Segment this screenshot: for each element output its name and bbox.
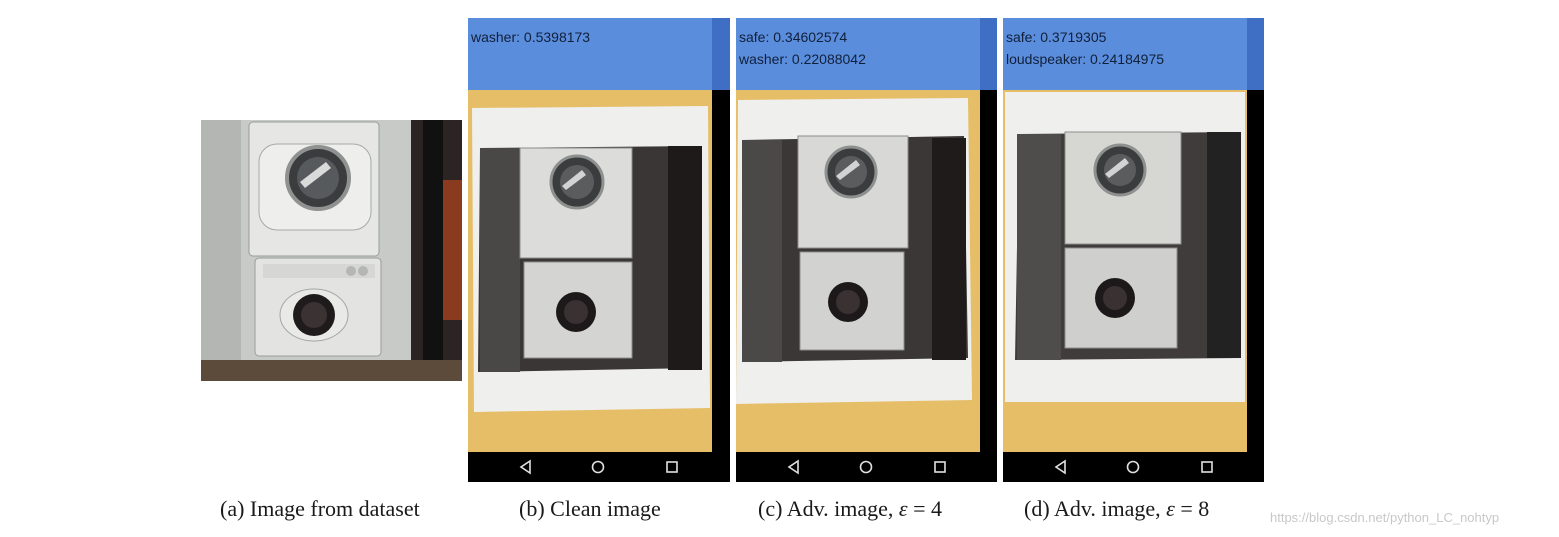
caption-c-prefix: (c) Adv. image, xyxy=(758,496,899,521)
camera-view xyxy=(1003,90,1247,452)
prediction-label: safe: 0.34602574 xyxy=(739,29,848,45)
prediction-bar: safe: 0.3719305 loudspeaker: 0.24184975 xyxy=(1003,18,1247,90)
camera-view xyxy=(736,90,980,452)
prediction-label: safe: 0.3719305 xyxy=(1006,29,1107,45)
android-nav-bar xyxy=(468,452,730,482)
caption-b: (b) Clean image xyxy=(519,496,661,521)
home-circle-icon[interactable] xyxy=(856,457,876,477)
recents-square-icon[interactable] xyxy=(662,457,682,477)
caption-c-suffix: = 4 xyxy=(907,496,943,521)
printed-washer-photo xyxy=(736,90,980,452)
home-circle-icon[interactable] xyxy=(588,457,608,477)
printed-washer-photo xyxy=(468,90,712,452)
caption-c: (c) Adv. image, ε = 4 xyxy=(758,496,942,522)
watermark: https://blog.csdn.net/python_LC_nohtyp xyxy=(1270,510,1500,525)
prediction-label: washer: 0.22088042 xyxy=(739,51,866,67)
android-nav-bar xyxy=(1003,452,1264,482)
back-triangle-icon[interactable] xyxy=(516,457,536,477)
epsilon-symbol: ε xyxy=(1166,496,1175,521)
recents-square-icon[interactable] xyxy=(1197,457,1217,477)
printed-washer-photo xyxy=(1003,90,1247,452)
caption-a: (a) Image from dataset xyxy=(220,496,420,521)
dataset-image xyxy=(201,120,462,381)
back-triangle-icon[interactable] xyxy=(784,457,804,477)
caption-d-prefix: (d) Adv. image, xyxy=(1024,496,1167,521)
back-triangle-icon[interactable] xyxy=(1051,457,1071,477)
caption-d-suffix: = 8 xyxy=(1174,496,1210,521)
camera-view xyxy=(468,90,712,452)
prediction-bar: washer: 0.5398173 xyxy=(468,18,712,90)
phone-screenshot-adv-eps8: safe: 0.3719305 loudspeaker: 0.24184975 xyxy=(1003,18,1264,482)
phone-screenshot-adv-eps4: safe: 0.34602574 washer: 0.22088042 xyxy=(736,18,997,482)
epsilon-symbol: ε xyxy=(898,496,908,521)
phone-screenshot-clean: washer: 0.5398173 xyxy=(468,18,730,482)
prediction-bar: safe: 0.34602574 washer: 0.22088042 xyxy=(736,18,980,90)
prediction-label: washer: 0.5398173 xyxy=(471,29,591,45)
recents-square-icon[interactable] xyxy=(930,457,950,477)
caption-d: (d) Adv. image, ε = 8 xyxy=(1024,496,1209,522)
android-nav-bar xyxy=(736,452,997,482)
prediction-label: loudspeaker: 0.24184975 xyxy=(1006,51,1165,67)
home-circle-icon[interactable] xyxy=(1123,457,1143,477)
washer-dryer-photo xyxy=(201,120,462,381)
